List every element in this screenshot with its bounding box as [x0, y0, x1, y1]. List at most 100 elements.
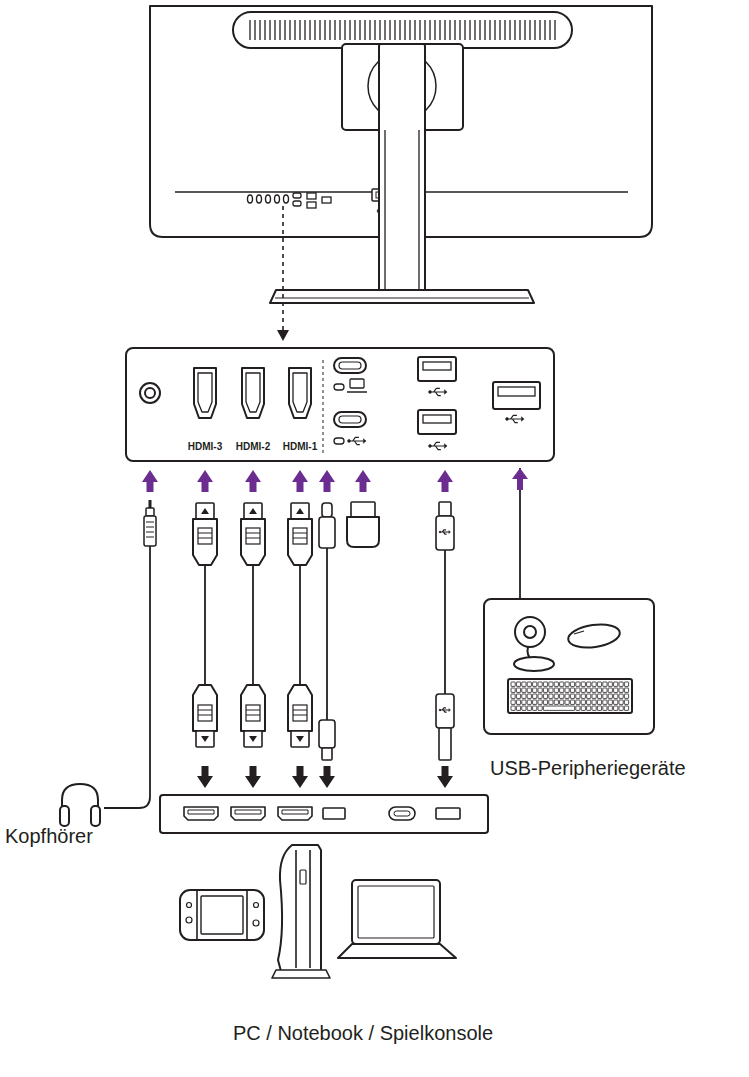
black-arrow [197, 766, 213, 788]
purple-arrow [142, 470, 158, 492]
handle-grille [494, 20, 495, 40]
keyboard-key [522, 688, 526, 692]
port-label: HDMI-1 [283, 441, 317, 452]
usb-a-port [418, 357, 456, 381]
port-label: HDMI-3 [188, 441, 222, 452]
device-label: USB-Peripheriegeräte [490, 757, 686, 780]
keyboard-key [576, 706, 580, 710]
keyboard-key [533, 694, 537, 698]
purple-arrow [355, 470, 371, 492]
handle-grille [439, 20, 440, 40]
keyboard-key [587, 706, 591, 710]
keyboard-key [538, 694, 542, 698]
host-hdmi-port [184, 807, 218, 820]
keyboard-key [614, 682, 618, 686]
keyboard-key [543, 694, 547, 698]
black-arrow [437, 766, 453, 788]
game-console [296, 850, 310, 968]
usb-symbol [429, 391, 432, 394]
mouse [574, 631, 584, 634]
keyboard-key [608, 682, 612, 686]
handle-grille [334, 20, 335, 40]
hdmi-cable [252, 565, 254, 685]
usb-symbol [430, 442, 444, 449]
keyboard-key [565, 682, 569, 686]
back-port [322, 197, 331, 203]
laptop-icon [350, 379, 364, 388]
hdmi-plug [241, 519, 265, 565]
keyboard-key [576, 682, 580, 686]
keyboard-key [543, 688, 547, 692]
notebook [352, 880, 440, 944]
port-label: HDMI-2 [236, 441, 270, 452]
keyboard-key [527, 694, 531, 698]
handle-grille [289, 20, 290, 40]
handle-grille [454, 20, 455, 40]
keyboard-key [603, 694, 607, 698]
keyboard-key [624, 694, 628, 698]
usb-c-icon [334, 438, 344, 444]
hdmi-cable [204, 565, 206, 685]
purple-arrow [437, 470, 453, 492]
keyboard-key [549, 688, 553, 692]
usb-c-plug [319, 517, 335, 548]
keyboard-key [527, 700, 531, 704]
keyboard-key [533, 700, 537, 704]
keyboard-key [511, 682, 515, 686]
game-console-handheld [186, 917, 192, 923]
handle-grille [484, 20, 485, 40]
host-hdmi-port [278, 807, 312, 820]
usb-c-port [334, 358, 366, 373]
mouse [567, 621, 622, 650]
handle-grille [459, 20, 460, 40]
hdmi-plug [288, 519, 312, 565]
keyboard-key [624, 682, 628, 686]
keyboard-key [533, 706, 537, 710]
hdmi-plug [246, 710, 260, 715]
handle-grille [519, 20, 520, 40]
handle-grille [429, 20, 430, 40]
monitor-handle [233, 12, 572, 48]
keyboard-key [587, 682, 591, 686]
handle-grille [349, 20, 350, 40]
hdmi-plug [249, 736, 257, 742]
handle-grille [329, 20, 330, 40]
handle-grille [414, 20, 415, 40]
usb-c-port [339, 416, 361, 423]
hdmi-plug [291, 503, 309, 519]
keyboard-key [619, 682, 623, 686]
keyboard-key [603, 700, 607, 704]
keyboard-key [533, 688, 537, 692]
usb-symbol [449, 531, 451, 534]
hdmi-port [289, 368, 311, 418]
keyboard-key [592, 688, 596, 692]
back-port [307, 193, 316, 199]
usb-a-port [423, 362, 451, 370]
usb-a-plug [439, 502, 451, 516]
handle-grille [549, 20, 550, 40]
handle-grille [344, 20, 345, 40]
keyboard-key [516, 688, 520, 692]
keyboard-key [565, 700, 569, 704]
handle-grille [259, 20, 260, 40]
keyboard-key [560, 694, 564, 698]
handle-grille [404, 20, 405, 40]
keyboard-key [527, 682, 531, 686]
handle-grille [304, 20, 305, 40]
game-console-handheld [197, 890, 247, 940]
keyboard-key [511, 706, 515, 710]
keyboard-key [511, 700, 515, 704]
usb-peripheral-box: USB-Peripheriegeräte [483, 598, 655, 735]
usb-c-port [339, 362, 361, 369]
hdmi-plug [246, 533, 260, 538]
keyboard-key [619, 694, 623, 698]
keyboard-key [549, 682, 553, 686]
stand-neck [379, 44, 425, 294]
stand-base [275, 297, 529, 298]
keyboard-key [608, 700, 612, 704]
back-port [266, 195, 271, 203]
keyboard-key [554, 700, 558, 704]
handle-grille [369, 20, 370, 40]
handle-grille [299, 20, 300, 40]
